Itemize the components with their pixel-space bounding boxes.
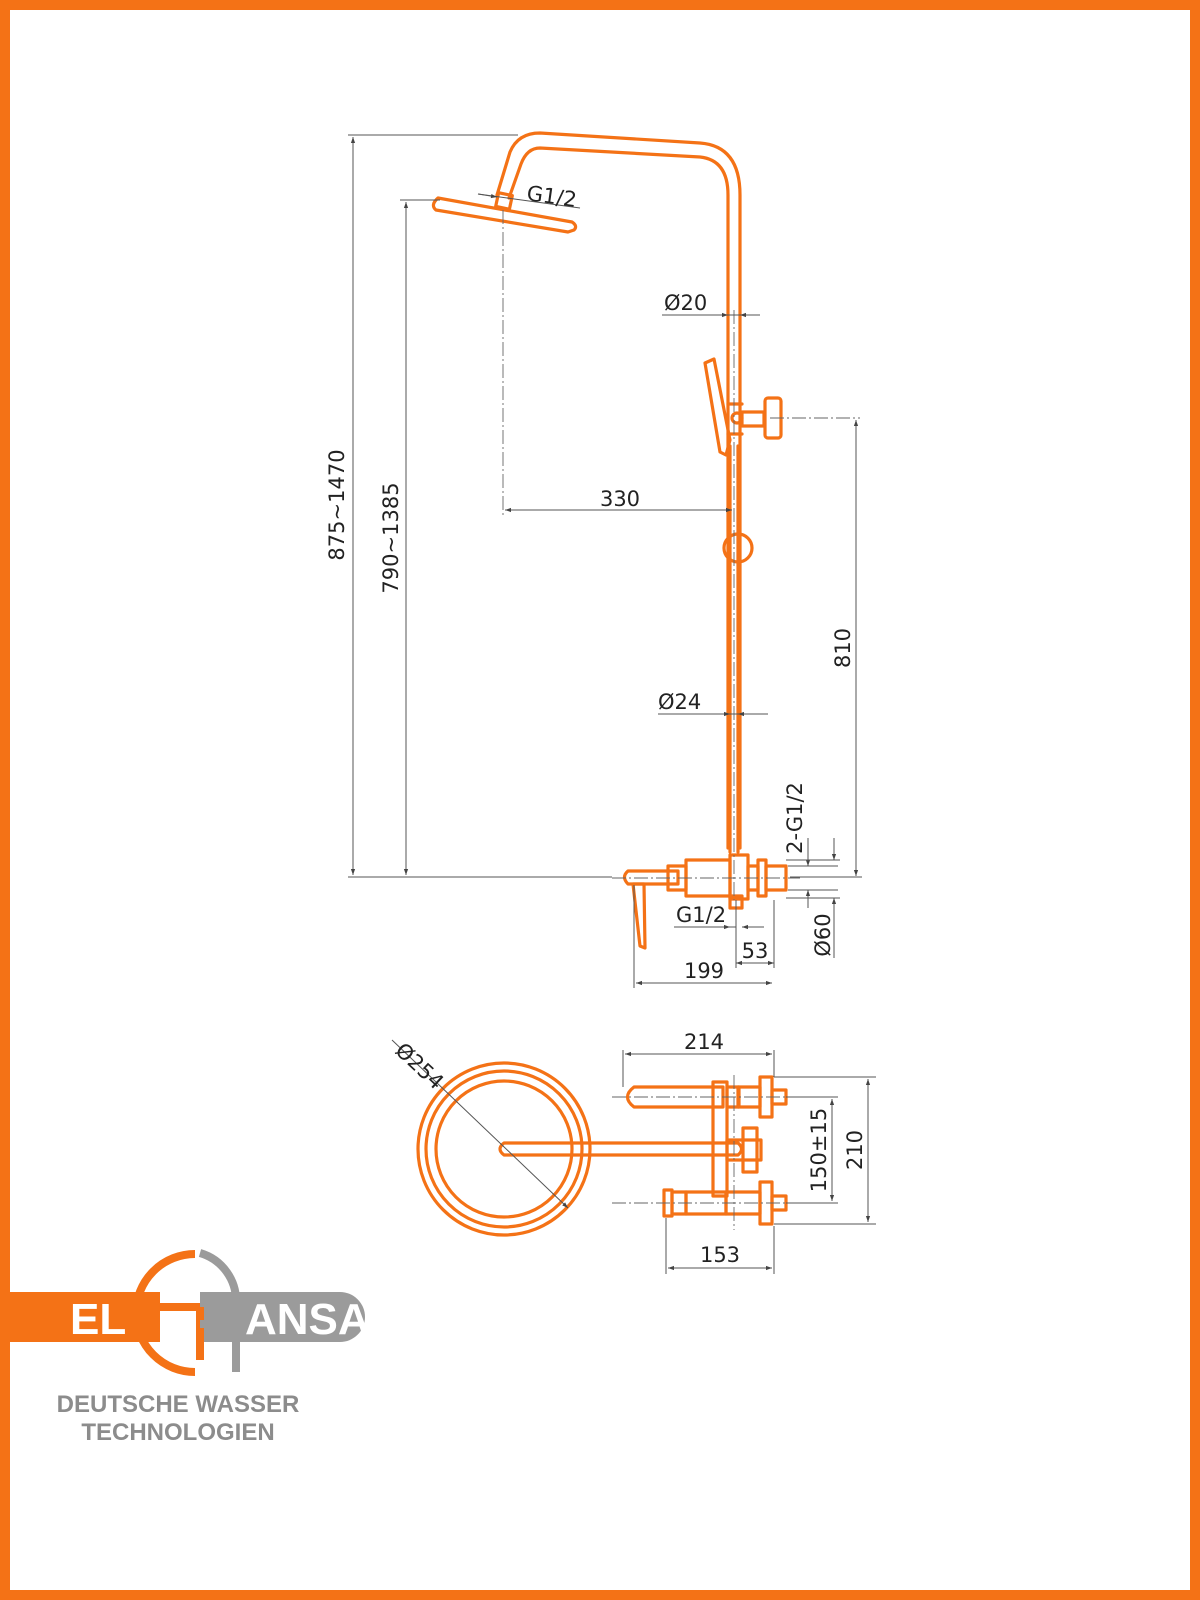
shower-head-plate (431, 196, 578, 234)
label-dia-60: Ø60 (811, 913, 835, 956)
elevation-dimensions (348, 134, 862, 988)
elevation-centre-lines (502, 210, 860, 900)
head-outer-rim (416, 1061, 592, 1237)
dimension-labels: G1/2 Ø20 875~1470 790~1385 330 810 Ø24 2… (325, 181, 867, 1267)
mixer-lever-top (622, 869, 680, 886)
arm-plan (498, 1141, 744, 1157)
label-head-height: 790~1385 (379, 482, 403, 593)
logo-h-arc (198, 1249, 241, 1372)
logo-grey-band (200, 1292, 365, 1342)
logo-g-arc (132, 1250, 196, 1376)
diverter-stem (740, 410, 766, 428)
label-head-dia: Ø254 (391, 1038, 449, 1094)
logo-el-text: EL (70, 1295, 126, 1344)
label-depth-199: 199 (684, 959, 724, 983)
label-dia-20: Ø20 (664, 291, 707, 315)
riser-outer (495, 131, 742, 850)
label-inlet-thread: 2-G1/2 (783, 782, 807, 854)
label-arm-reach: 330 (600, 487, 640, 511)
label-offset-53: 53 (742, 939, 769, 963)
label-dia-24: Ø24 (658, 690, 701, 714)
plan-dimensions (391, 1039, 876, 1274)
mixer-lever-handle (631, 882, 647, 950)
technical-drawing: G1/2 Ø20 875~1470 790~1385 330 810 Ø24 2… (10, 131, 876, 1446)
label-width-214: 214 (684, 1030, 724, 1054)
label-centers: 150±15 (807, 1108, 831, 1192)
shower-column-elevation (431, 131, 788, 950)
bar-plan (711, 1080, 729, 1198)
label-width-153: 153 (700, 1243, 740, 1267)
mixer-outlet-block (728, 853, 750, 901)
elhansa-logo: EL ANSA DEUTSCHE WASSER TECHNOLOGIEN (10, 1249, 370, 1446)
riser-inner (507, 146, 730, 850)
label-g-half-outlet: G1/2 (676, 903, 726, 927)
lever-plan (625, 1085, 725, 1109)
slide-holder (722, 532, 754, 564)
label-total-height: 875~1470 (325, 449, 349, 560)
logo-tagline-2: TECHNOLOGIEN (81, 1419, 274, 1446)
head-connector (494, 191, 514, 211)
logo-ansa-text: ANSA (245, 1295, 370, 1344)
shower-column-plan (416, 1061, 788, 1237)
head-mid-rim (424, 1069, 584, 1229)
valve-mid-flange (741, 1126, 759, 1174)
logo-tagline-1: DEUTSCHE WASSER (57, 1391, 300, 1418)
head-inner-rim (434, 1079, 574, 1219)
label-height-210: 210 (843, 1130, 867, 1170)
label-bar-length: 810 (831, 628, 855, 668)
label-g-half-head: G1/2 (525, 181, 578, 212)
hand-shower (703, 357, 732, 457)
